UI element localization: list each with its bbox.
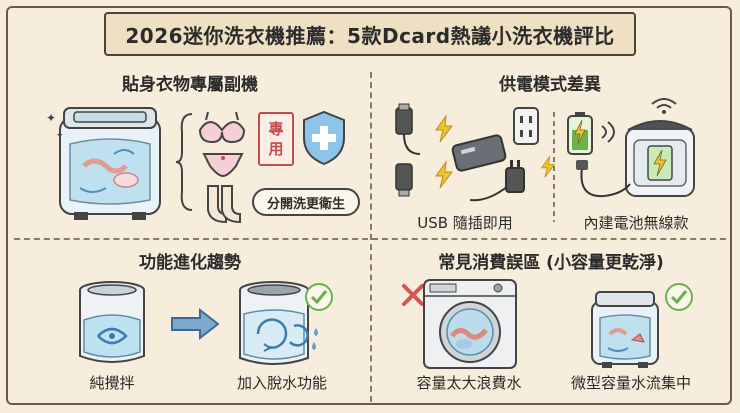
lightning-icon [435, 160, 453, 189]
stamp-char-2: 用 [268, 140, 284, 158]
mini-washer-icon: ✦ ✦ [46, 107, 161, 220]
svg-text:✦: ✦ [56, 131, 64, 141]
power-bank-icon [451, 134, 507, 172]
battery-icon [567, 112, 593, 155]
cross-icon [402, 284, 424, 306]
large-capacity-label: 容量太大浪費水 [416, 374, 522, 392]
agitator-washer-icon [79, 281, 145, 363]
battery-label: 內建電池無線款 [583, 214, 689, 232]
lightning-icon [540, 155, 556, 178]
arrow-right-icon [171, 307, 220, 341]
stamp-char-1: 專 [268, 120, 284, 138]
charging-cable-icon [576, 160, 631, 198]
agitator-label: 純攪拌 [89, 374, 135, 392]
cordless-washer-icon [625, 120, 695, 197]
exclusive-stamp: 專 用 [258, 112, 294, 166]
wifi-signal-icon [601, 121, 615, 143]
check-icon [305, 283, 333, 311]
bra-icon [198, 111, 246, 144]
panel-title-power: 供電模式差異 [499, 75, 601, 95]
panel-title-features: 功能進化趨勢 [139, 253, 241, 273]
usb-cable-icon [395, 103, 421, 197]
wall-outlet-icon [513, 107, 539, 145]
hygiene-pill: 分開洗更衛生 [252, 188, 360, 216]
wifi-signal-icon [651, 98, 677, 114]
title-banner: 2026迷你洗衣機推薦：5款Dcard熱議小洗衣機評比 [104, 12, 636, 56]
page-title: 2026迷你洗衣機推薦：5款Dcard熱議小洗衣機評比 [125, 23, 615, 48]
lightning-icon [435, 114, 453, 143]
shield-plus-icon [303, 110, 345, 166]
vertical-divider [370, 72, 372, 402]
panel-split-line [553, 112, 555, 222]
brace-icon [175, 113, 193, 211]
horizontal-divider [14, 238, 726, 240]
usb-label: USB 隨插即用 [417, 214, 513, 232]
svg-text:✦: ✦ [46, 111, 56, 125]
spin-dry-label: 加入脫水功能 [236, 374, 327, 392]
micro-capacity-label: 微型容量水流集中 [570, 374, 691, 392]
mini-washer-icon [591, 291, 659, 368]
panel-title-misconceptions: 常見消費誤區 (小容量更乾淨) [438, 253, 664, 273]
socks-icon [207, 185, 241, 224]
page-frame [6, 6, 732, 405]
check-icon [665, 283, 693, 311]
panel-title-underwear: 貼身衣物專屬副機 [122, 75, 258, 95]
underwear-icon [202, 153, 244, 178]
front-loader-icon [423, 279, 517, 369]
charger-icon [469, 160, 525, 202]
